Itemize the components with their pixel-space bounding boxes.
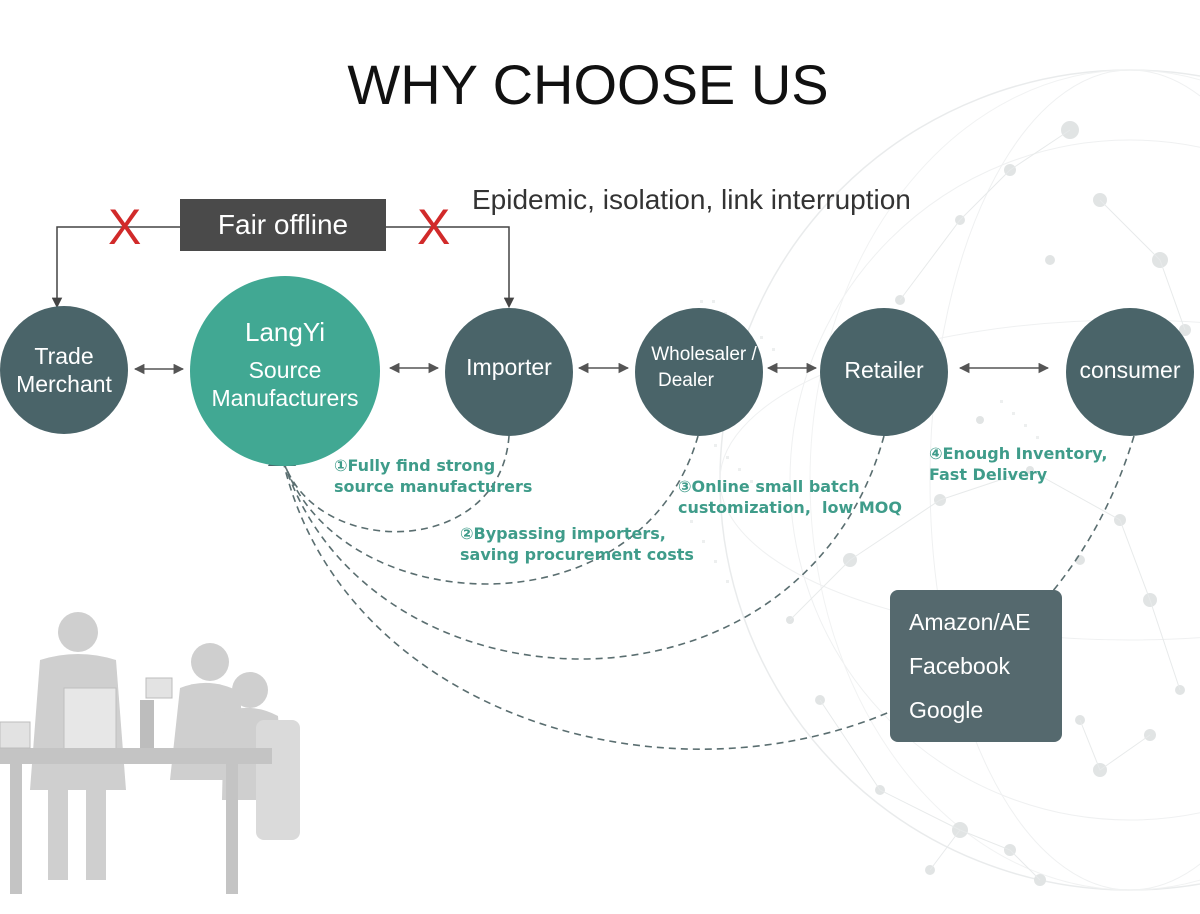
node-retailer: Retailer — [820, 308, 948, 436]
node-langyi-source-manufacturers: LangYi Source Manufacturers — [190, 276, 380, 466]
note-2-line1: ②Bypassing importers, — [460, 524, 666, 543]
node-retailer-label: Retailer — [844, 356, 924, 383]
note-2: ②Bypassing importers, saving procurement… — [460, 523, 694, 565]
office-people-illustration — [0, 612, 300, 894]
curve-retailer — [281, 435, 885, 660]
globe-network-decoration — [690, 69, 1200, 891]
node-trade-line2: Merchant — [16, 371, 112, 397]
note-2-line2: saving procurement costs — [460, 545, 694, 564]
curve-importer — [281, 435, 510, 533]
node-langyi-line2: Source — [248, 357, 322, 383]
node-wholesaler-line2: Dealer — [658, 370, 714, 391]
note-4-line1: ④Enough Inventory, — [929, 444, 1108, 463]
node-trade-merchant: Trade Merchant — [0, 306, 128, 434]
x-mark-right: X — [417, 199, 451, 255]
note-3-line2: customization, low MOQ — [678, 498, 902, 517]
node-langyi-line1: LangYi — [245, 317, 325, 347]
node-importer: Importer — [445, 308, 573, 436]
note-4: ④Enough Inventory, Fast Delivery — [929, 443, 1107, 485]
note-1-line2: source manufacturers — [334, 477, 533, 496]
fair-to-trade-connector — [51, 226, 180, 309]
note-1-line1: ①Fully find strong — [334, 456, 496, 475]
note-1: ①Fully find strong source manufacturers — [334, 455, 532, 497]
platform-amazon: Amazon/AE — [909, 609, 1031, 635]
epidemic-note: Epidemic, isolation, link interruption — [472, 184, 911, 215]
curve-wholesaler — [281, 435, 699, 585]
node-importer-label: Importer — [466, 353, 552, 380]
node-wholesaler-line1: Wholesaler / — [651, 344, 757, 365]
note-3-line1: ③Online small batch — [678, 477, 860, 496]
note-3: ③Online small batch customization, low M… — [678, 476, 902, 518]
platform-facebook: Facebook — [909, 653, 1011, 679]
node-wholesaler-dealer: Wholesaler / Dealer — [635, 308, 763, 436]
fair-offline-label: Fair offline — [217, 209, 349, 240]
x-mark-left: X — [108, 199, 142, 255]
fair-offline-box: Fair offline — [180, 199, 386, 251]
platforms-box: Amazon/AE Facebook Google — [890, 590, 1062, 742]
node-trade-line1: Trade — [34, 343, 94, 369]
node-langyi-line3: Manufacturers — [211, 385, 359, 411]
platform-google: Google — [909, 697, 984, 723]
curve-consumer — [281, 435, 1135, 750]
note-4-line2: Fast Delivery — [929, 465, 1048, 484]
node-consumer-label: consumer — [1079, 356, 1181, 383]
page-title: WHY CHOOSE US — [347, 53, 829, 116]
node-consumer: consumer — [1066, 308, 1194, 436]
fair-to-importer-connector — [386, 226, 515, 309]
